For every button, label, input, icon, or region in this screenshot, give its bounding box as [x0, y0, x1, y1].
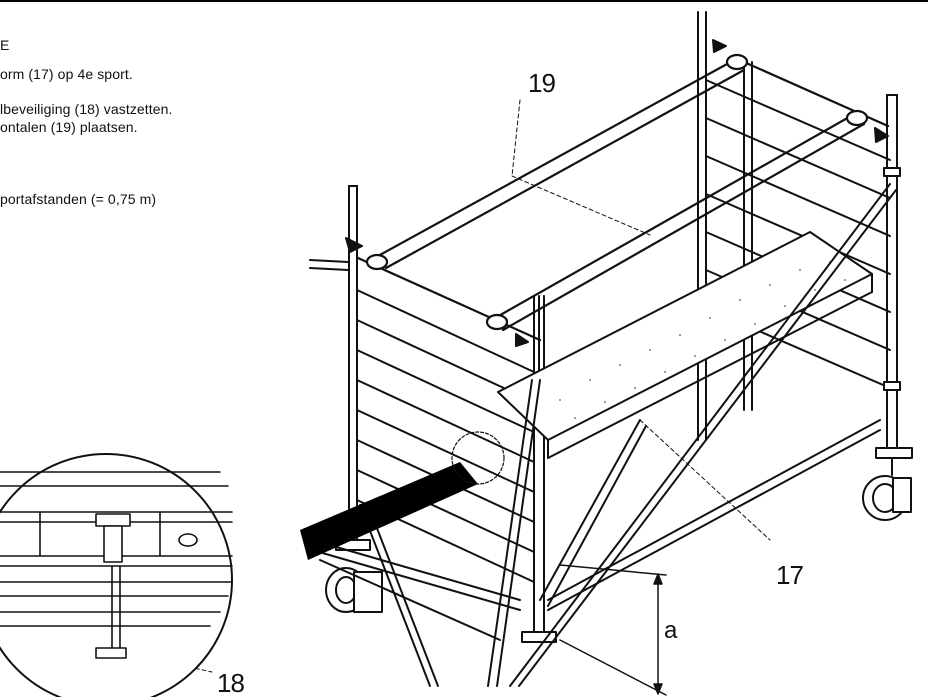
front-left-frame: [325, 185, 557, 643]
stabilisers: [309, 259, 521, 641]
callout-a: a: [664, 617, 677, 644]
right-frame: [862, 94, 913, 521]
diagonal-braces: [359, 183, 897, 687]
instruction-heading: E: [0, 37, 10, 53]
top-horizontals: [356, 53, 890, 342]
instruction-horizontals-step: ontalen (19) plaatsen.: [0, 119, 138, 135]
platform-texture: [559, 261, 846, 419]
top-rule: [0, 0, 928, 2]
instruction-fall-protection-step: lbeveiliging (18) vastzetten.: [0, 101, 173, 117]
back-frame: [697, 11, 891, 441]
callout-19: 19: [528, 68, 556, 98]
instruction-platform-step: orm (17) op 4e sport.: [0, 66, 133, 82]
instruction-rung-spacing-note: portafstanden (= 0,75 m): [0, 191, 157, 207]
detail-lens: [0, 431, 505, 697]
height-dimension: [559, 564, 667, 696]
callout-18: 18: [217, 668, 245, 698]
detail-contents: [0, 471, 233, 659]
callout-17: 17: [776, 560, 804, 590]
platform: [497, 231, 873, 459]
clamp-arrows: [345, 39, 889, 347]
